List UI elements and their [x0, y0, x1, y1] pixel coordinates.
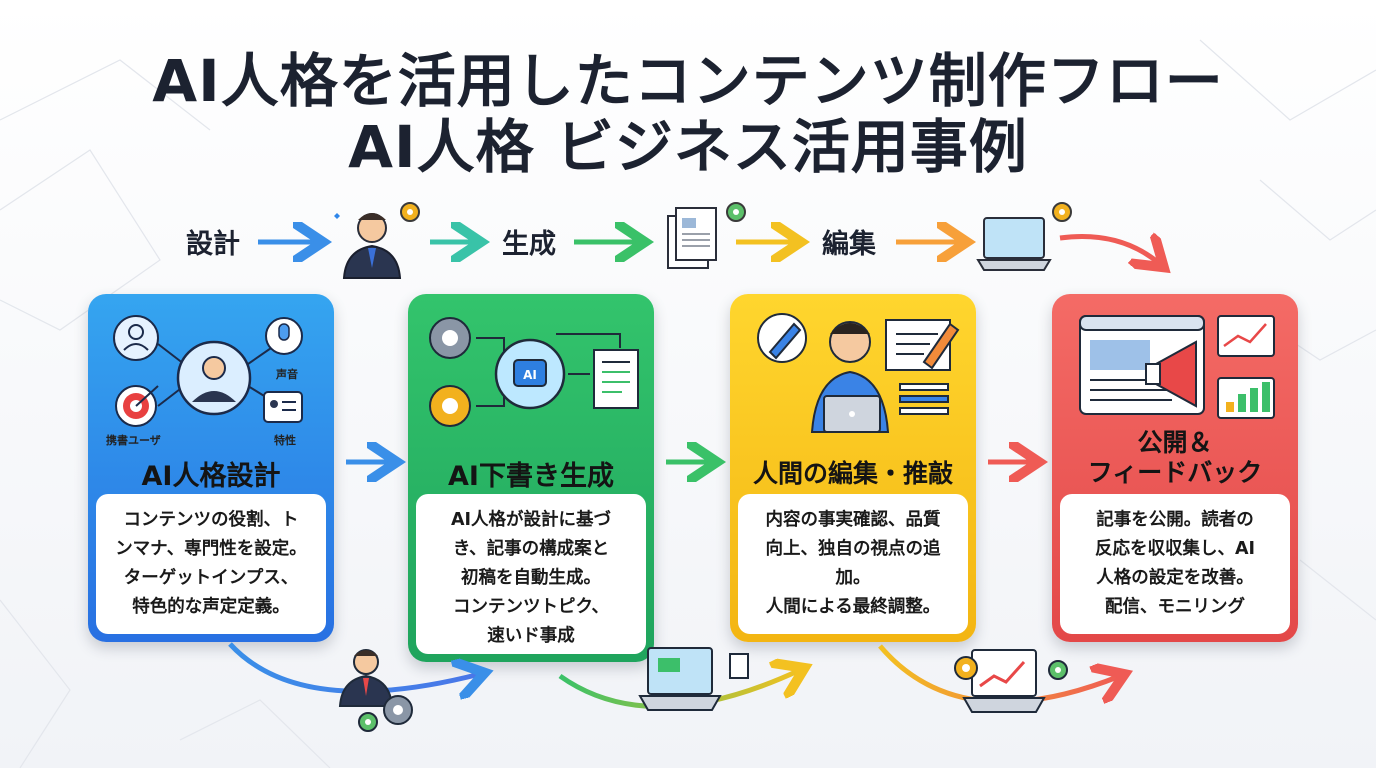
- card-title-line: フィードバック: [1087, 458, 1263, 487]
- gear-icon: [954, 656, 978, 680]
- gear-icon: [400, 202, 420, 222]
- target-icon: [115, 385, 159, 427]
- card-body-line: 反応を収収集し、AI: [1094, 539, 1256, 559]
- page-title: AI人格を活用したコンテンツ制作フロー: [152, 47, 1224, 115]
- document-icon: [729, 653, 749, 679]
- card-body-line: 初稿を自動生成。: [461, 568, 601, 588]
- stage-label-edit: 編集: [822, 229, 876, 260]
- gear-icon: [1052, 202, 1072, 222]
- card-body: 記事を公開。読者の 反応を収収集し、AI 人格の設定を改善。 配信、モニリング: [1060, 494, 1290, 634]
- arrow-icon: [228, 642, 480, 691]
- card-body-line: AI人格が設計に基づ: [450, 510, 612, 530]
- card-publish-feedback: 公開＆ フィードバック 記事を公開。読者の 反応を収収集し、AI 人格の設定を改…: [1052, 294, 1298, 642]
- arrow-icon: [1059, 236, 1160, 264]
- card-body-line: 配信、モニリング: [1105, 597, 1245, 617]
- chart-icon: [1217, 377, 1275, 419]
- card-body-line: 記事を公開。読者の: [1096, 510, 1254, 530]
- gear-icon: [429, 385, 471, 427]
- profile-card-icon: [263, 391, 303, 423]
- laptop-icon: [962, 649, 1046, 713]
- card-body-line: 加。: [835, 568, 871, 588]
- laptop-icon: [638, 647, 722, 711]
- top-flow: [258, 202, 1376, 279]
- gear-icon: [1048, 660, 1068, 680]
- card-body-line: 人間による最終調整。: [765, 597, 941, 617]
- laptop-icon: [823, 395, 881, 433]
- laptop-icon: [976, 217, 1052, 271]
- person-icon: [113, 315, 159, 361]
- card-body-line: ンマナ、専門性を設定。: [115, 539, 307, 559]
- card-human-editing: 人間の編集・推敲 内容の事実確認、品質 向上、独自の視点の追 加。 人間による最…: [730, 294, 976, 642]
- card-body-line: ターゲットインプス、: [123, 568, 299, 588]
- ai-chip-label: AI: [523, 368, 537, 382]
- card-body-line: 内容の事実確認、品質: [765, 510, 941, 530]
- card-body-line: 速いド事成: [487, 626, 575, 646]
- editing-illustration: [757, 313, 960, 433]
- page-subtitle: AI人格 ビジネス活用事例: [348, 113, 1028, 181]
- card-title: AI下書き生成: [448, 461, 614, 492]
- stage-label-design: 設計: [186, 229, 240, 260]
- card-body-line: コンテンツの役割、ト: [123, 510, 299, 530]
- gear-icon: [358, 712, 378, 732]
- card-body-line: 特色的な声定定義。: [132, 597, 290, 617]
- megaphone-icon: [1145, 340, 1197, 408]
- label-traits: 特性: [274, 433, 296, 447]
- publish-illustration: [1079, 315, 1275, 419]
- card-body-line: 向上、独自の視点の追: [765, 539, 941, 559]
- label-voice: 声音: [275, 367, 298, 381]
- microphone-icon: [265, 317, 303, 355]
- card-body-line: コンテンツトピク、: [453, 597, 609, 617]
- document-icon: [593, 349, 639, 409]
- card-body-line: 人格の設定を改善。: [1096, 568, 1254, 588]
- stage-label-generate: 生成: [502, 229, 556, 260]
- card-body: コンテンツの役割、ト ンマナ、専門性を設定。 ターゲットインプス、 特色的な声定…: [96, 494, 326, 634]
- card-ai-persona-design: 声音 携書ユーザ 特性 AI人格設計 コンテンツの役割、ト ンマナ、専門性を設定…: [88, 294, 334, 642]
- card-body: AI人格が設計に基づ き、記事の構成案と 初稿を自動生成。 コンテンツトピク、 …: [416, 494, 646, 654]
- ai-generation-illustration: AI: [429, 317, 639, 427]
- card-title: 公開＆ フィードバック: [1052, 428, 1298, 488]
- gear-icon: [383, 695, 413, 725]
- card-title-line: 公開＆: [1137, 428, 1213, 457]
- gear-icon: [429, 317, 471, 359]
- document-icon: [667, 207, 717, 269]
- chart-icon: [1217, 315, 1275, 357]
- card-ai-draft-generation: AI AI下書き生成 AI人格が設計に基づ き、記事の構成案と 初稿を自動生成。…: [408, 294, 654, 662]
- persona-illustration: 声音 携書ユーザ 特性: [106, 315, 303, 447]
- gear-icon: [726, 202, 746, 222]
- label-target-user: 携書ユーザ: [106, 433, 161, 447]
- person-icon: [334, 213, 402, 279]
- person-icon: [176, 340, 252, 416]
- person-icon: [338, 649, 394, 707]
- card-body: 内容の事実確認、品質 向上、独自の視点の追 加。 人間による最終調整。: [738, 494, 968, 634]
- document-icon: [885, 319, 960, 371]
- card-body-line: き、記事の構成案と: [452, 539, 610, 559]
- card-title: AI人格設計: [141, 461, 281, 492]
- pencil-icon: [757, 313, 807, 363]
- bottom-flow: [228, 440, 1376, 732]
- card-title: 人間の編集・推敲: [752, 459, 953, 488]
- brain-icon: AI: [494, 338, 566, 410]
